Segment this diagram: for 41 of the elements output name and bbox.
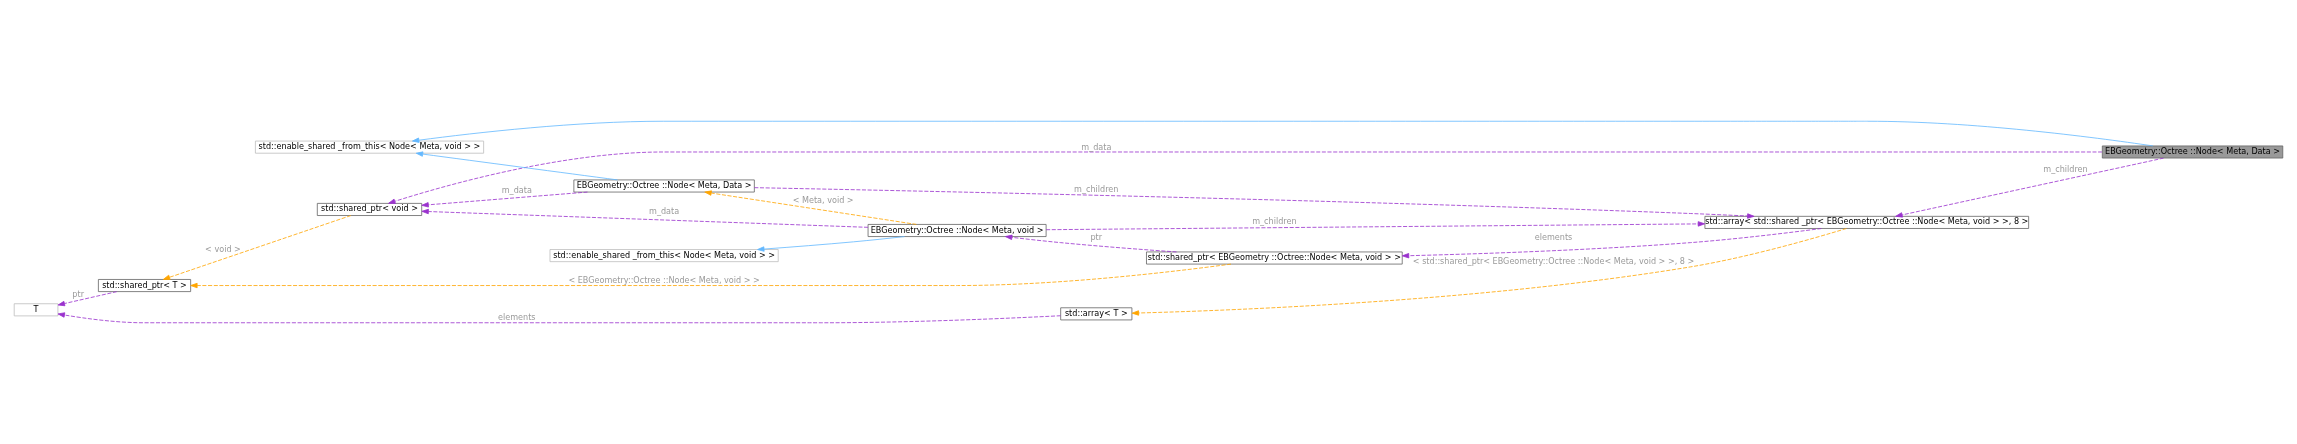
arrow [1005, 234, 1177, 253]
edge-label: elements [498, 312, 536, 323]
arrow [1895, 157, 2164, 218]
node-box: T [13, 303, 59, 317]
arrow [162, 215, 352, 280]
edge-label: elements [1534, 232, 1573, 243]
edge-label: < std::shared_ptr< EBGeometry::Octree ::Node< Meta, void > >, 8 > [1412, 256, 1695, 267]
edge-label: ptr [72, 288, 84, 299]
arrow [1401, 228, 1822, 259]
node-box: std::array< T > [1060, 307, 1133, 321]
edge-label: m_children [1252, 216, 1297, 227]
edge-label: m_data [649, 205, 680, 216]
node-box: EBGeometry::Octree ::Node< Meta, Data > [573, 179, 755, 193]
edge-label: < void > [205, 243, 241, 254]
arrow [1045, 221, 1706, 231]
arrow [704, 190, 917, 225]
edge-label: m_data [501, 185, 532, 196]
node-box: std::shared_ptr< void > [316, 203, 423, 216]
node-box: std::enable_shared _from_this< Node< Meta, void > > [255, 140, 485, 154]
arrow [421, 208, 869, 228]
node-box: EBGeometry::Octree ::Node< Meta, Data > [2101, 145, 2284, 159]
node-box: EBGeometry::Octree ::Node< Meta, void > [867, 224, 1047, 237]
arrow [412, 120, 2154, 147]
edge-label: m_children [1074, 183, 1119, 194]
arrow [754, 187, 1755, 219]
arrow [421, 191, 588, 208]
arrow [57, 291, 118, 307]
edge-label: ptr [1090, 232, 1103, 243]
arrow [190, 263, 1232, 289]
edge-label: m_data [1081, 141, 1112, 152]
node-box: std::enable_shared _from_this< Node< Meta, void > > [549, 249, 779, 263]
arrow [757, 236, 905, 252]
edge-label: < EBGeometry::Octree ::Node< Meta, void > > [568, 275, 760, 286]
node-box: std::shared_ptr< T > [97, 279, 192, 292]
arrow [1131, 228, 1847, 316]
node-box: std::shared_ptr< EBGeometry ::Octree::Node< Meta, void > > [1146, 251, 1403, 265]
edge-label: < Meta, void > [792, 194, 854, 205]
arrow [388, 151, 2103, 204]
edge-label: m_children [2043, 164, 2088, 175]
arrow [57, 312, 1061, 324]
arrow [415, 151, 618, 181]
